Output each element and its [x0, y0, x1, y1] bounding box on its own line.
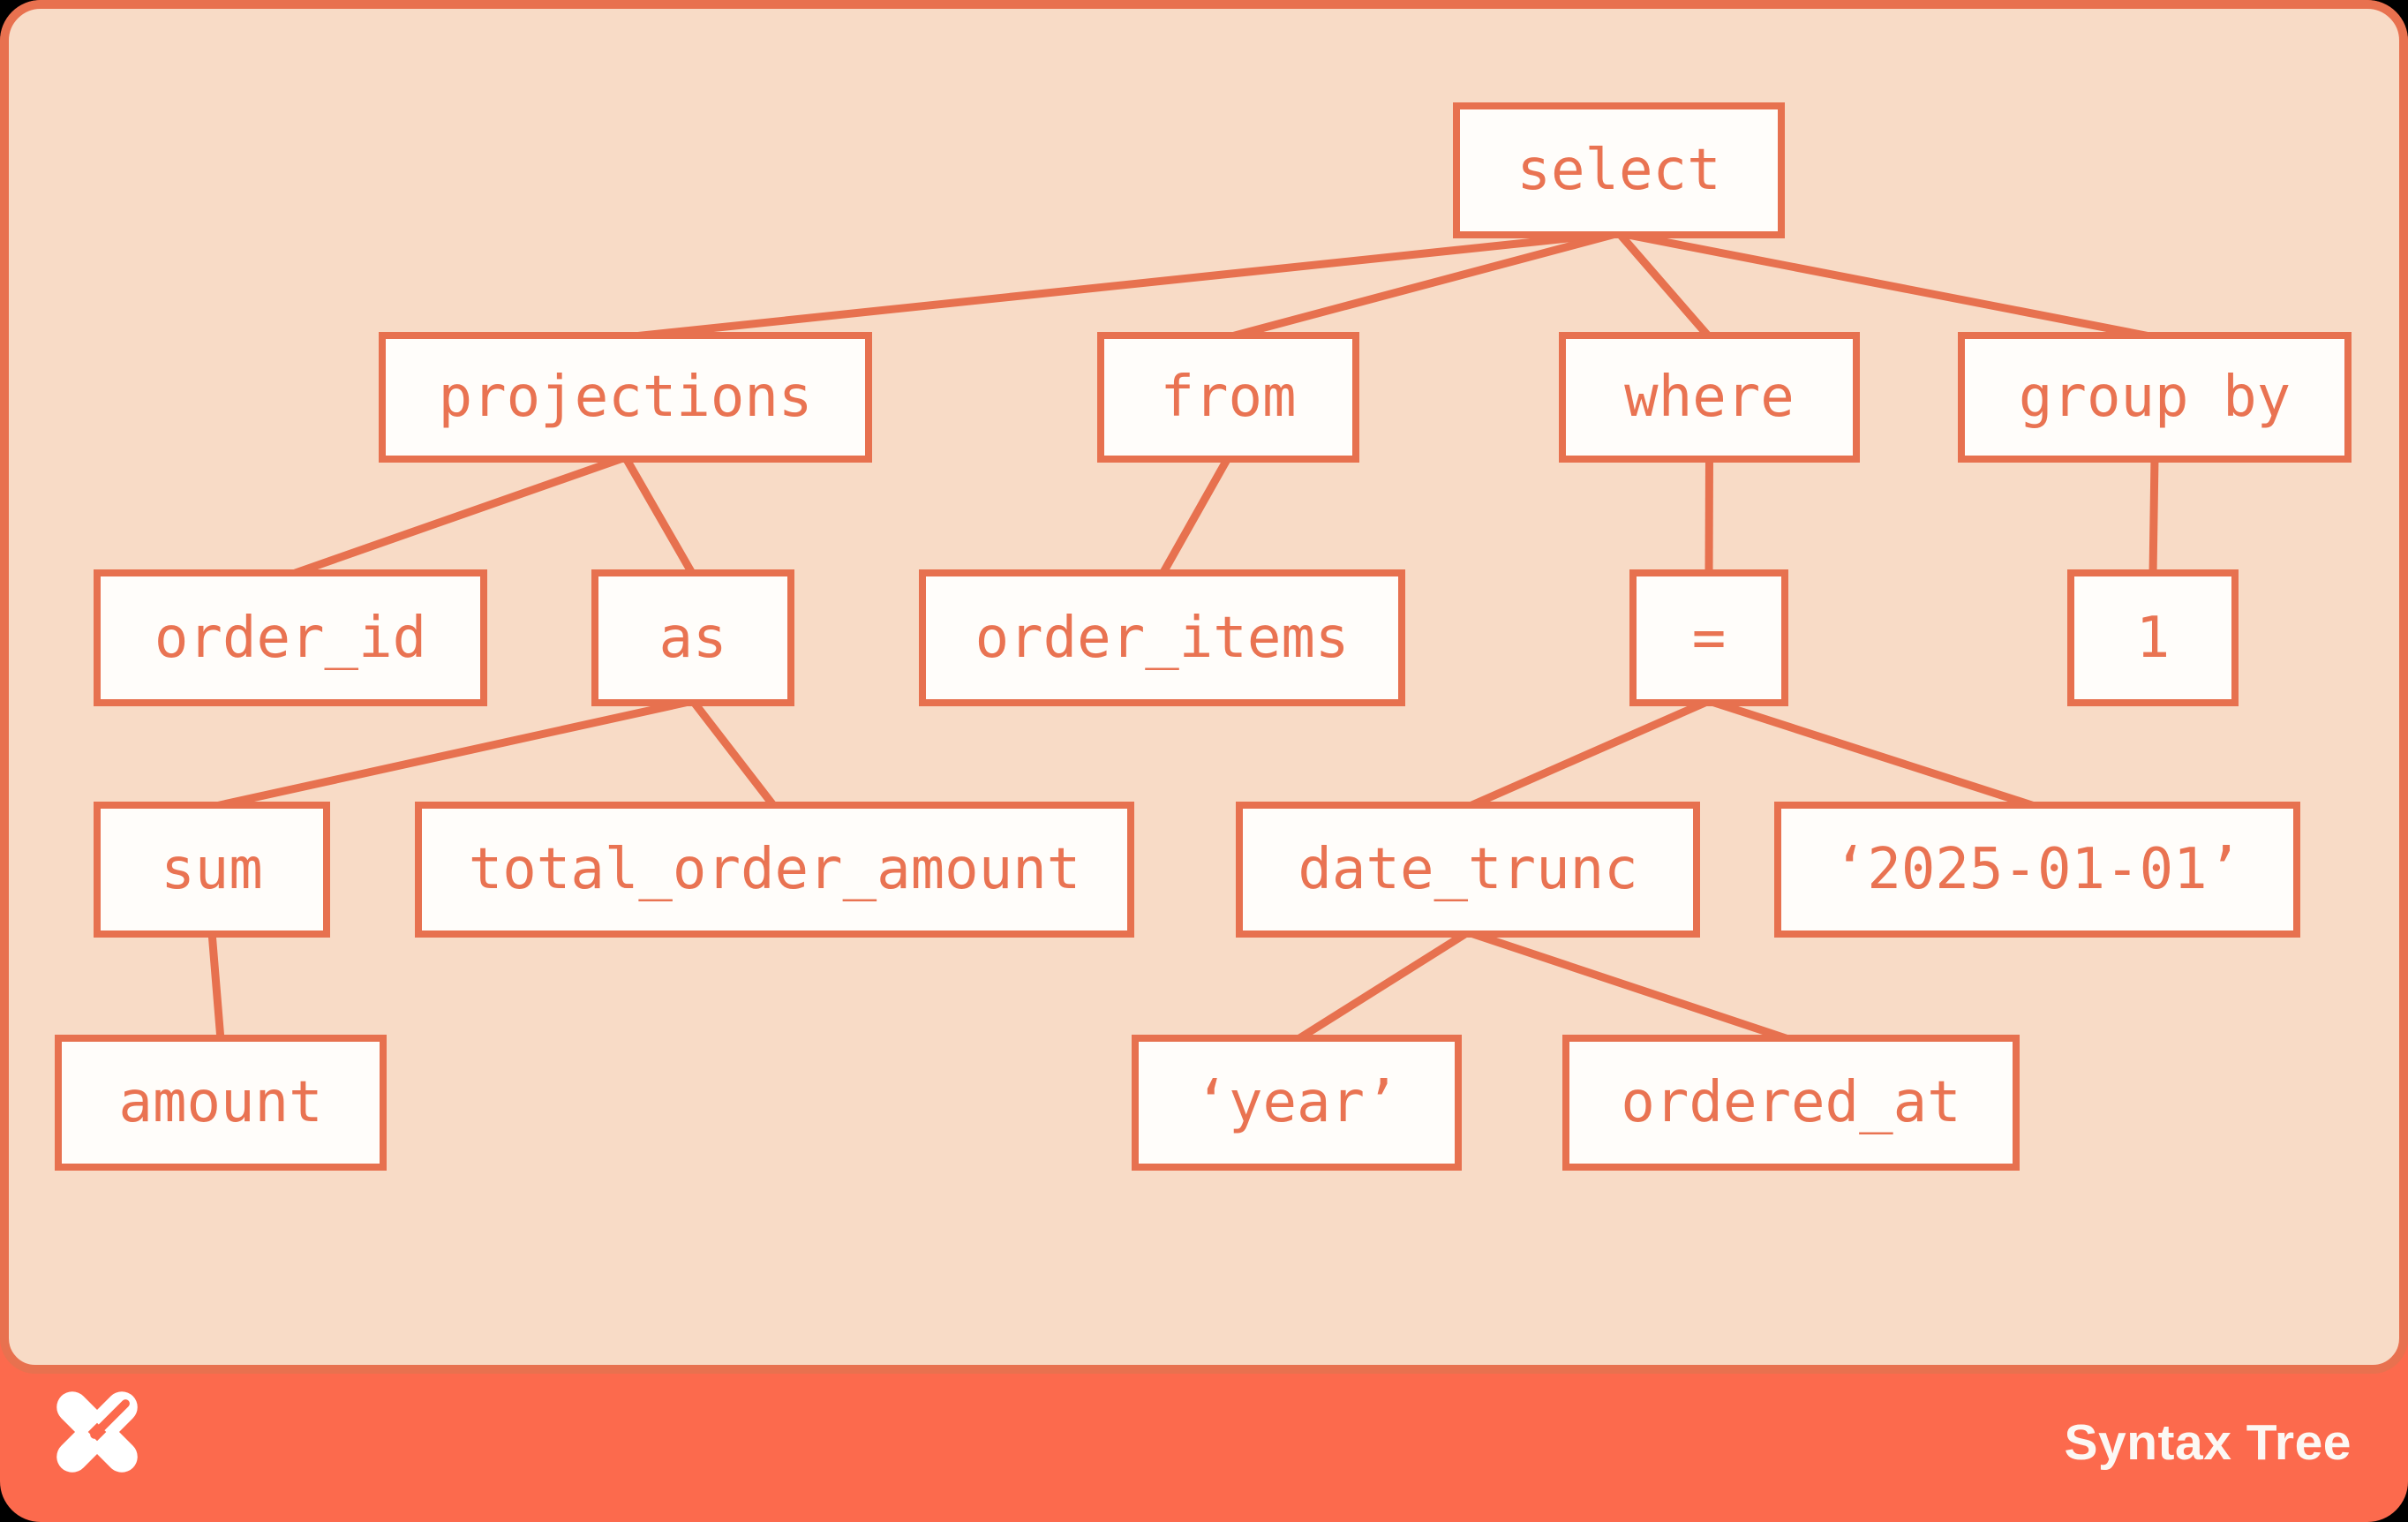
- tree-node-from: from: [1097, 332, 1359, 463]
- tree-node-where: where: [1559, 332, 1860, 463]
- tree-node-one: 1: [2067, 569, 2239, 706]
- tree-node-year_literal: ‘year’: [1132, 1035, 1462, 1171]
- edge-date_trunc-ordered_at: [1466, 928, 1793, 1044]
- edge-select-group_by: [1618, 229, 2156, 342]
- edge-projections-order_id: [289, 453, 627, 579]
- edge-sum-amount: [207, 931, 225, 1041]
- tree-node-as: as: [591, 569, 794, 706]
- card-title: Syntax Tree: [2064, 1414, 2352, 1471]
- edge-from-order_items: [1158, 455, 1232, 577]
- tree-node-order_items: order_items: [919, 569, 1405, 706]
- edge-projections-as: [621, 455, 696, 577]
- edge-eq-date_trunc: [1466, 697, 1711, 811]
- tree-node-amount: amount: [55, 1035, 387, 1171]
- edge-as-sum: [211, 697, 694, 811]
- edge-date_trunc-year_literal: [1294, 929, 1471, 1044]
- edge-select-projections: [625, 229, 1620, 342]
- edge-group_by-one: [2148, 456, 2159, 576]
- tree-node-total_order_amount: total_order_amount: [415, 802, 1134, 938]
- tree-node-projections: projections: [379, 332, 872, 463]
- edge-as-total_order_amount: [689, 698, 779, 810]
- tree-node-date_literal: ‘2025-01-01’: [1774, 802, 2300, 938]
- edge-where-eq: [1704, 456, 1713, 576]
- edge-eq-date_literal: [1707, 697, 2039, 811]
- tree-node-eq: =: [1629, 569, 1788, 706]
- dbt-pinwheel-logo-icon: [56, 1391, 138, 1473]
- edge-select-where: [1615, 230, 1712, 340]
- tree-node-group_by: group by: [1958, 332, 2352, 463]
- tree-node-ordered_at: ordered_at: [1562, 1035, 2020, 1171]
- tree-node-date_trunc: date_trunc: [1236, 802, 1700, 938]
- edge-select-from: [1227, 229, 1621, 342]
- tree-node-order_id: order_id: [94, 569, 487, 706]
- tree-node-sum: sum: [94, 802, 330, 938]
- tree-node-select: select: [1453, 102, 1785, 238]
